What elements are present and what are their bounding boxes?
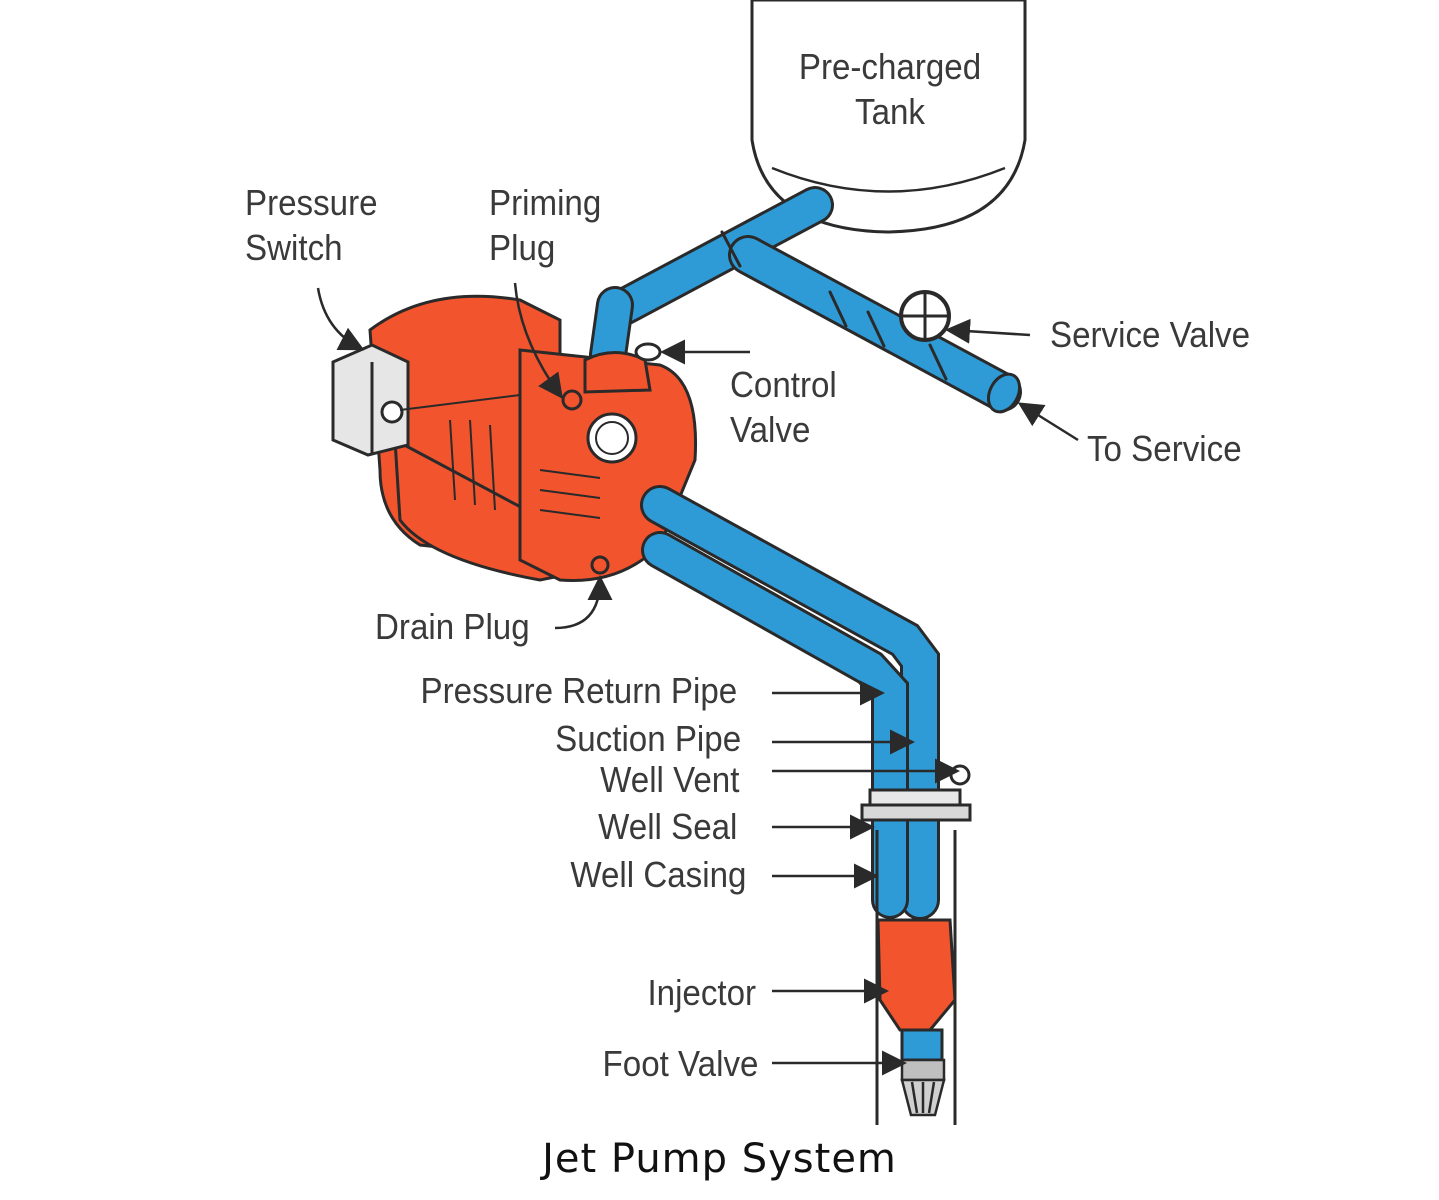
pressure-return-pipe-label: Pressure Return Pipe xyxy=(420,670,737,711)
well-casing-label: Well Casing xyxy=(569,854,746,895)
well-seal-label: Well Seal xyxy=(597,806,737,847)
tank-label: Pre-charged Tank xyxy=(798,46,982,132)
diagram-caption: Jet Pump System xyxy=(542,1136,897,1182)
drain-plug-label: Drain Plug xyxy=(375,606,530,647)
priming-plug-label: Priming Plug xyxy=(489,182,602,268)
tank-pipe xyxy=(589,186,1022,414)
suction-pipe-label: Suction Pipe xyxy=(555,718,741,759)
well-vent-label: Well Vent xyxy=(599,759,739,800)
injector-body xyxy=(876,918,957,1062)
pressure-switch-box xyxy=(331,343,521,457)
pressure-switch-label: Pressure Switch xyxy=(245,182,378,268)
pump-body xyxy=(368,294,698,583)
foot-valve-label: Foot Valve xyxy=(602,1043,758,1084)
control-valve-label: Control Valve xyxy=(730,364,837,450)
service-valve-label: Service Valve xyxy=(1050,314,1251,355)
service-valve-wheel xyxy=(899,290,951,342)
foot-valve-body xyxy=(900,1058,946,1117)
injector-label: Injector xyxy=(647,972,756,1013)
well-casing xyxy=(860,764,972,1125)
pressure-tank xyxy=(750,0,1027,234)
leader-lines xyxy=(316,282,1079,1076)
to-service-label: To Service xyxy=(1087,428,1242,469)
